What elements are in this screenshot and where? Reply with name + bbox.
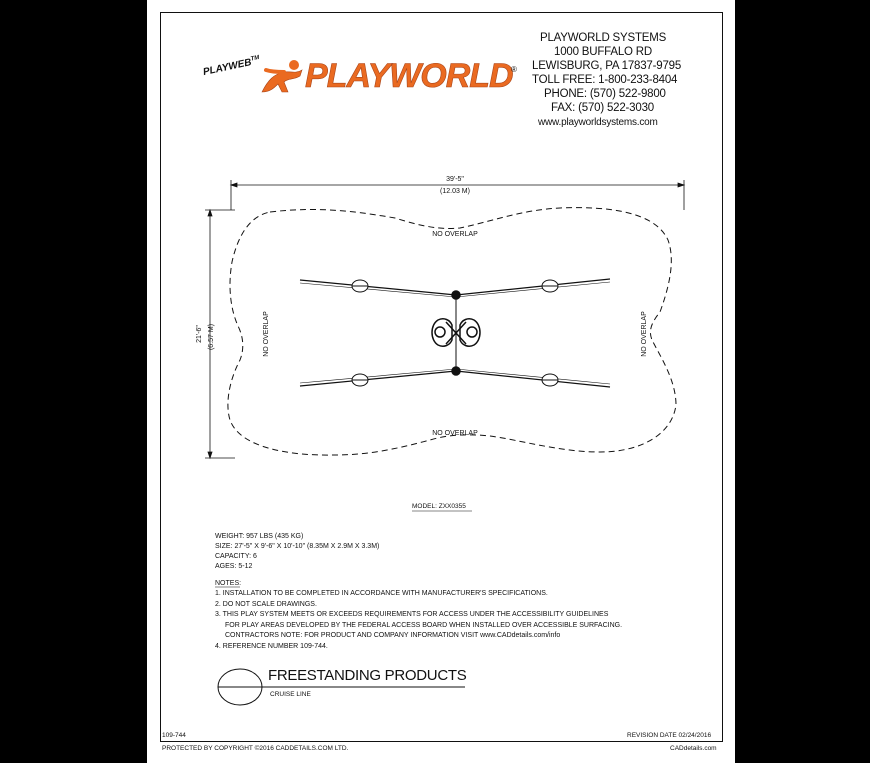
note-3b: FOR PLAY AREAS DEVELOPED BY THE FEDERAL … xyxy=(225,622,623,629)
spec-ages: AGES: 5-12 xyxy=(215,563,253,570)
spec-weight: WEIGHT: 957 LBS (435 KG) xyxy=(215,533,304,540)
company-street: 1000 BUFFALO RD xyxy=(554,46,652,58)
registered-mark: ® xyxy=(511,65,517,74)
no-overlap-right: NO OVERLAP xyxy=(641,311,648,357)
notes-heading: NOTES: xyxy=(215,580,242,587)
title-block-symbol xyxy=(217,668,465,706)
note-2: 2. DO NOT SCALE DRAWINGS. xyxy=(215,601,317,608)
drawing-border xyxy=(160,12,723,742)
playworld-logo-text: PLAYWORLD xyxy=(305,57,514,95)
height-m-label: (6.57 M) xyxy=(208,324,215,350)
width-ft-label: 39'-5" xyxy=(446,176,464,183)
company-website: www.playworldsystems.com xyxy=(538,117,658,128)
company-phone: PHONE: (570) 522-9800 xyxy=(544,88,666,100)
height-dimension xyxy=(205,208,235,460)
title-block-title: FREESTANDING PRODUCTS xyxy=(268,667,467,684)
swing-seats xyxy=(351,279,559,387)
height-ft-label: 21'-6" xyxy=(196,325,203,343)
playworld-figure-icon xyxy=(261,60,303,93)
caddetails-mark: CADdetails.com xyxy=(670,745,717,752)
playworld-logo: PLAYWORLD xyxy=(305,57,514,95)
width-m-label: (12.03 M) xyxy=(440,188,470,195)
copyright-notice: PROTECTED BY COPYRIGHT ©2016 CADDETAILS.… xyxy=(162,745,349,752)
spec-capacity: CAPACITY: 6 xyxy=(215,553,257,560)
reference-number: 109-744 xyxy=(162,732,186,739)
center-hub xyxy=(431,290,481,376)
no-overlap-top: NO OVERLAP xyxy=(432,231,478,238)
company-toll-free: TOLL FREE: 1-800-233-8404 xyxy=(532,74,678,86)
model-number: MODEL: ZXX0355 xyxy=(412,503,466,510)
no-overlap-bottom: NO OVERLAP xyxy=(432,430,478,437)
spec-size: SIZE: 27'-5" X 9'-6" X 10'-10" (8.35M X … xyxy=(215,543,380,550)
note-3a: 3. THIS PLAY SYSTEM MEETS OR EXCEEDS REQ… xyxy=(215,611,609,618)
title-block-subtitle: CRUISE LINE xyxy=(270,691,311,698)
revision-date: REVISION DATE 02/24/2016 xyxy=(627,732,712,739)
note-3c: CONTRACTORS NOTE: FOR PRODUCT AND COMPAN… xyxy=(225,632,561,639)
company-name: PLAYWORLD SYSTEMS xyxy=(540,32,667,44)
note-1: 1. INSTALLATION TO BE COMPLETED IN ACCOR… xyxy=(215,590,548,597)
note-4: 4. REFERENCE NUMBER 109-744. xyxy=(215,643,328,650)
width-dimension xyxy=(229,180,686,210)
company-fax: FAX: (570) 522-3030 xyxy=(551,102,654,114)
no-overlap-left: NO OVERLAP xyxy=(263,311,270,357)
use-zone-outline xyxy=(227,207,677,456)
company-city: LEWISBURG, PA 17837-9795 xyxy=(532,60,682,72)
drawing-sheet xyxy=(147,0,735,763)
